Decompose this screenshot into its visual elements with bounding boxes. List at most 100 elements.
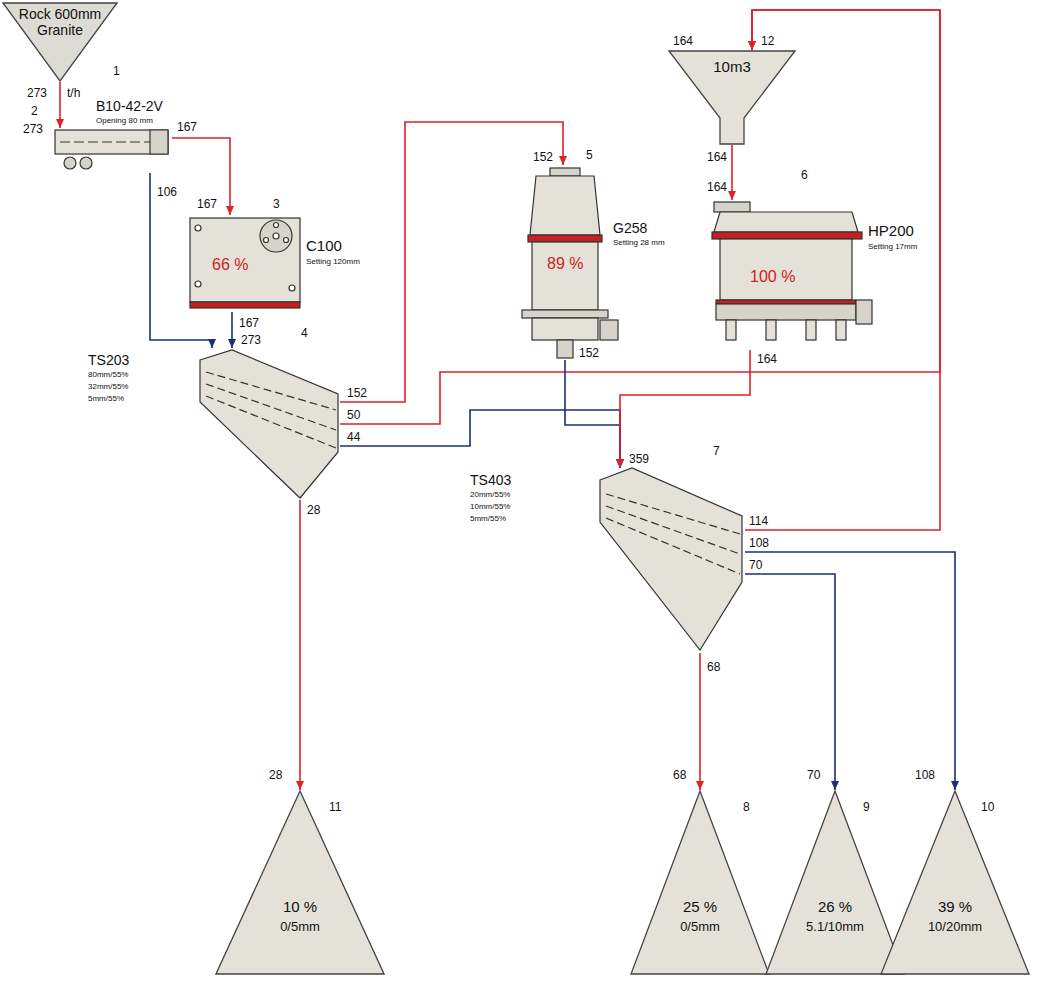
equipment-label: 26 % <box>818 898 852 915</box>
pile-outline <box>880 790 1030 975</box>
grizzly-feeder: B10-42-2VOpening 80 mm <box>52 128 172 173</box>
stream-value: 106 <box>156 185 178 199</box>
stream-value: 3 <box>272 197 281 211</box>
equipment-note: 5mm/55% <box>470 514 506 523</box>
feed-stream <box>340 122 563 402</box>
equipment-note: 100 % <box>750 268 795 286</box>
stream-value: 114 <box>748 514 769 528</box>
stream-value: 50 <box>346 408 361 422</box>
equipment-note: 89 % <box>547 255 583 273</box>
surge-bin: 10m3 <box>668 50 796 145</box>
vibrating-screen: TS203 80mm/55% 32mm/55% 5mm/55% <box>85 348 340 500</box>
stream-value: 12 <box>760 34 775 48</box>
equipment-note: 0/5mm <box>280 920 320 935</box>
equipment-note: 80mm/55% <box>88 370 128 379</box>
feed-stream <box>59 82 61 128</box>
equipment-label: B10-42-2V <box>96 98 163 114</box>
stream-value: 68 <box>672 768 687 782</box>
product-stream <box>565 360 620 468</box>
stream-value: 1 <box>112 64 121 78</box>
feed-stream <box>299 500 301 790</box>
stream-value: 2 <box>30 104 39 118</box>
feed-stream <box>340 10 940 424</box>
equipment-label: Rock 600mm Granite <box>10 6 110 38</box>
jaw-crusher: C100 66 % Setting 120mm <box>188 215 368 312</box>
feed-stream <box>745 10 940 530</box>
stream-value: 8 <box>742 800 751 814</box>
stream-value: 28 <box>268 768 283 782</box>
equipment-note: 5mm/55% <box>88 394 124 403</box>
stream-value: 164 <box>706 150 728 164</box>
equipment-label: 25 % <box>683 898 717 915</box>
pile-outline <box>215 790 385 975</box>
feed-stream <box>699 653 701 790</box>
pile-outline <box>630 790 770 975</box>
stream-value: 4 <box>300 326 309 340</box>
cone-crusher: HP200 100 % Setting 17mm <box>705 200 935 350</box>
stream-value: 359 <box>628 452 650 466</box>
stream-value: 164 <box>756 352 778 366</box>
product-pile: 26 % 5.1/10mm <box>765 790 905 975</box>
equipment-note: 20mm/55% <box>470 490 510 499</box>
equipment-label: 10m3 <box>676 58 788 75</box>
product-pile: 25 % 0/5mm <box>630 790 770 975</box>
equipment-label: 39 % <box>938 898 972 915</box>
equipment-label: G258 <box>613 220 647 236</box>
stream-value: t/h <box>66 86 81 100</box>
stream-value: 167 <box>238 316 260 330</box>
feed-stream <box>172 138 230 215</box>
stream-value: 28 <box>306 503 321 517</box>
stream-value: 68 <box>706 660 721 674</box>
vibrating-screen: TS403 20mm/55% 10mm/55% 5mm/55% <box>465 468 745 653</box>
stream-value: 167 <box>176 120 198 134</box>
equipment-note: Setting 17mm <box>868 242 917 251</box>
stream-value: 167 <box>196 197 218 211</box>
stream-value: 6 <box>800 168 809 182</box>
equipment-note: 66 % <box>212 256 248 274</box>
stream-value: 108 <box>748 536 770 550</box>
pile-outline <box>765 790 905 975</box>
stream-value: 5 <box>585 148 594 162</box>
stream-value: 152 <box>578 346 600 360</box>
stream-value: 164 <box>672 34 694 48</box>
equipment-label: HP200 <box>868 222 914 239</box>
product-stream <box>745 552 955 790</box>
cone-crusher: G258 89 % Setting 28 mm <box>505 165 670 360</box>
equipment-note: Setting 120mm <box>306 257 360 266</box>
stream-value: 10 <box>980 800 995 814</box>
stream-value: 273 <box>22 122 44 136</box>
equipment-note: Setting 28 mm <box>613 238 665 247</box>
stream-value: 273 <box>240 333 262 347</box>
equipment-note: Opening 80 mm <box>96 116 153 125</box>
product-stream <box>231 312 233 348</box>
stream-value: 7 <box>712 444 721 458</box>
equipment-label: C100 <box>306 237 342 254</box>
product-pile: 39 % 10/20mm <box>880 790 1030 975</box>
stream-value: 44 <box>346 430 361 444</box>
equipment-note: 10mm/55% <box>470 502 510 511</box>
stream-value: 273 <box>26 86 48 100</box>
product-stream <box>340 410 620 468</box>
feed-hopper: Rock 600mm Granite <box>2 2 118 82</box>
stream-value: 70 <box>748 558 763 572</box>
stream-value: 11 <box>328 800 342 814</box>
equipment-label: 10 % <box>283 898 317 915</box>
stream-value: 164 <box>706 180 728 194</box>
stream-value: 70 <box>806 768 821 782</box>
stream-value: 108 <box>914 768 936 782</box>
equipment-label: TS203 <box>88 352 129 368</box>
feed-stream <box>620 350 750 468</box>
product-stream <box>745 574 835 790</box>
stream-value: 9 <box>862 800 871 814</box>
equipment-note: 0/5mm <box>680 920 720 935</box>
stream-value: 152 <box>346 386 368 400</box>
equipment-note: 32mm/55% <box>88 382 128 391</box>
equipment-label: TS403 <box>470 472 511 488</box>
equipment-note: 10/20mm <box>928 920 982 935</box>
equipment-note: 5.1/10mm <box>806 920 864 935</box>
product-pile: 10 % 0/5mm <box>215 790 385 975</box>
feed-stream <box>731 145 733 200</box>
